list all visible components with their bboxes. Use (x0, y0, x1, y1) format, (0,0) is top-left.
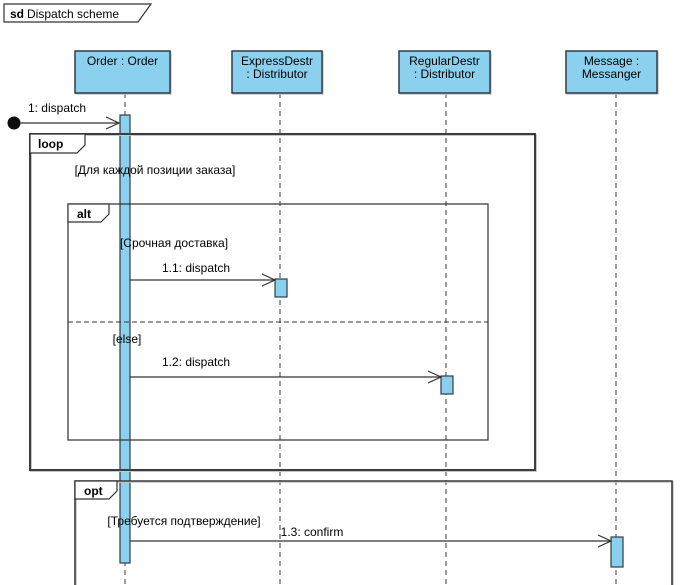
express-head-line2: : Distributor (246, 67, 308, 81)
loop-guard-label: [Для каждой позиции заказа] (74, 163, 236, 177)
message-head-label: Message : Messanger (566, 51, 657, 81)
regular-activation-rect (440, 375, 454, 395)
message-1-2-arrowhead (427, 370, 443, 384)
opt-fragment-frame (74, 480, 673, 585)
message-head-line2: Messanger (581, 67, 642, 81)
message-1-1-arrowhead (261, 273, 277, 287)
regular-head-line1: RegularDestr (409, 54, 480, 68)
diagram-title-keyword: sd (10, 7, 25, 21)
diagram-title-pentagon (3, 3, 153, 23)
loop-fragment-frame (29, 133, 536, 471)
message-1-1-label: 1.1: dispatch (161, 261, 231, 275)
express-head-box (231, 50, 323, 94)
message-1-3-arrowhead (597, 534, 613, 548)
alt-guard2-label: [else] (112, 332, 142, 346)
alt-operator-label: alt (77, 207, 92, 221)
message-1-label: 1: dispatch (27, 101, 87, 115)
message-1-2-label: 1.2: dispatch (161, 355, 231, 369)
express-head-line1: ExpressDestr (240, 54, 314, 68)
diagram-title-name: Dispatch scheme (27, 7, 120, 21)
order-head-label: Order : Order (75, 51, 170, 68)
opt-guard-label: [Требуется подтверждение] (107, 514, 261, 528)
regular-head-box (398, 50, 491, 94)
message-1-arrowhead (105, 116, 121, 130)
loop-operator-pentagon (29, 133, 86, 154)
regular-head-line2: : Distributor (413, 67, 476, 81)
order-head-box (74, 50, 171, 94)
message-head-line1: Message : (583, 54, 640, 68)
message-activation-rect (610, 536, 624, 568)
message-1-3-label: 1.3: confirm (280, 525, 344, 539)
alt-operator-pentagon (67, 203, 110, 223)
order-head-line1: Order : Order (86, 54, 159, 68)
order-activation-bar (119, 114, 131, 564)
opt-operator-pentagon (74, 480, 118, 500)
express-activation-rect (274, 278, 288, 298)
found-message-endpoint-circle (7, 116, 21, 130)
regular-head-label: RegularDestr : Distributor (399, 51, 490, 81)
loop-operator-label: loop (38, 137, 64, 151)
alt-guard1-label: [Срочная доставка] (119, 236, 229, 250)
express-head-label: ExpressDestr : Distributor (232, 51, 322, 81)
opt-operator-label: opt (84, 484, 103, 498)
message-head-box (565, 50, 658, 94)
